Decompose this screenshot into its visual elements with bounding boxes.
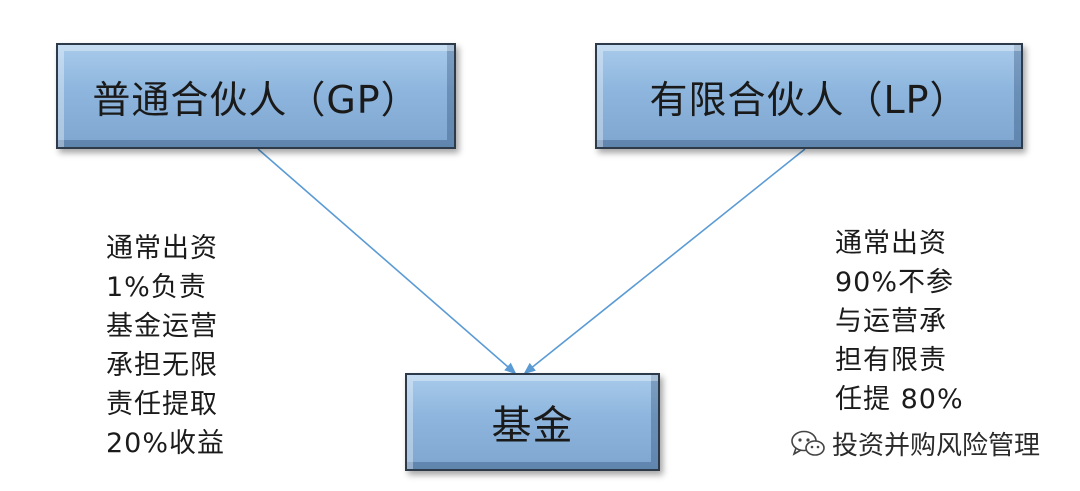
gp-note-line: 基金运营 <box>106 311 218 342</box>
lp-note-line: 与运营承 <box>835 306 947 337</box>
gp-note-line: 通常出资 <box>106 233 218 264</box>
lp-note-line: 担有限责 <box>835 345 947 376</box>
lp-to-fund-arrow <box>523 148 806 375</box>
lp-note-line: 任提 80% <box>835 384 964 415</box>
gp-to-fund-arrow <box>257 148 517 375</box>
gp-note-line: 责任提取 <box>106 389 218 420</box>
wechat-icon <box>791 430 825 456</box>
watermark-text: 投资并购风险管理 <box>832 431 1041 461</box>
gp-description: 通常出资 1%负责 基金运营 承担无限 责任提取 20%收益 <box>106 229 225 463</box>
watermark: 投资并购风险管理 <box>790 425 1040 462</box>
lp-note-line: 通常出资 <box>835 228 947 259</box>
fund-box-label: 基金 <box>491 403 574 449</box>
lp-box: 有限合伙人（LP） <box>595 43 1023 149</box>
gp-note-line: 1%负责 <box>106 272 207 303</box>
gp-box: 普通合伙人（GP） <box>56 43 456 149</box>
gp-note-line: 承担无限 <box>106 350 218 381</box>
gp-note-line: 20%收益 <box>106 428 226 459</box>
gp-box-label: 普通合伙人（GP） <box>92 77 420 122</box>
lp-box-label: 有限合伙人（LP） <box>649 77 969 122</box>
lp-note-line: 90%不参 <box>835 267 955 298</box>
lp-description: 通常出资 90%不参 与运营承 担有限责 任提 80% <box>835 224 964 419</box>
fund-box: 基金 <box>405 373 660 471</box>
